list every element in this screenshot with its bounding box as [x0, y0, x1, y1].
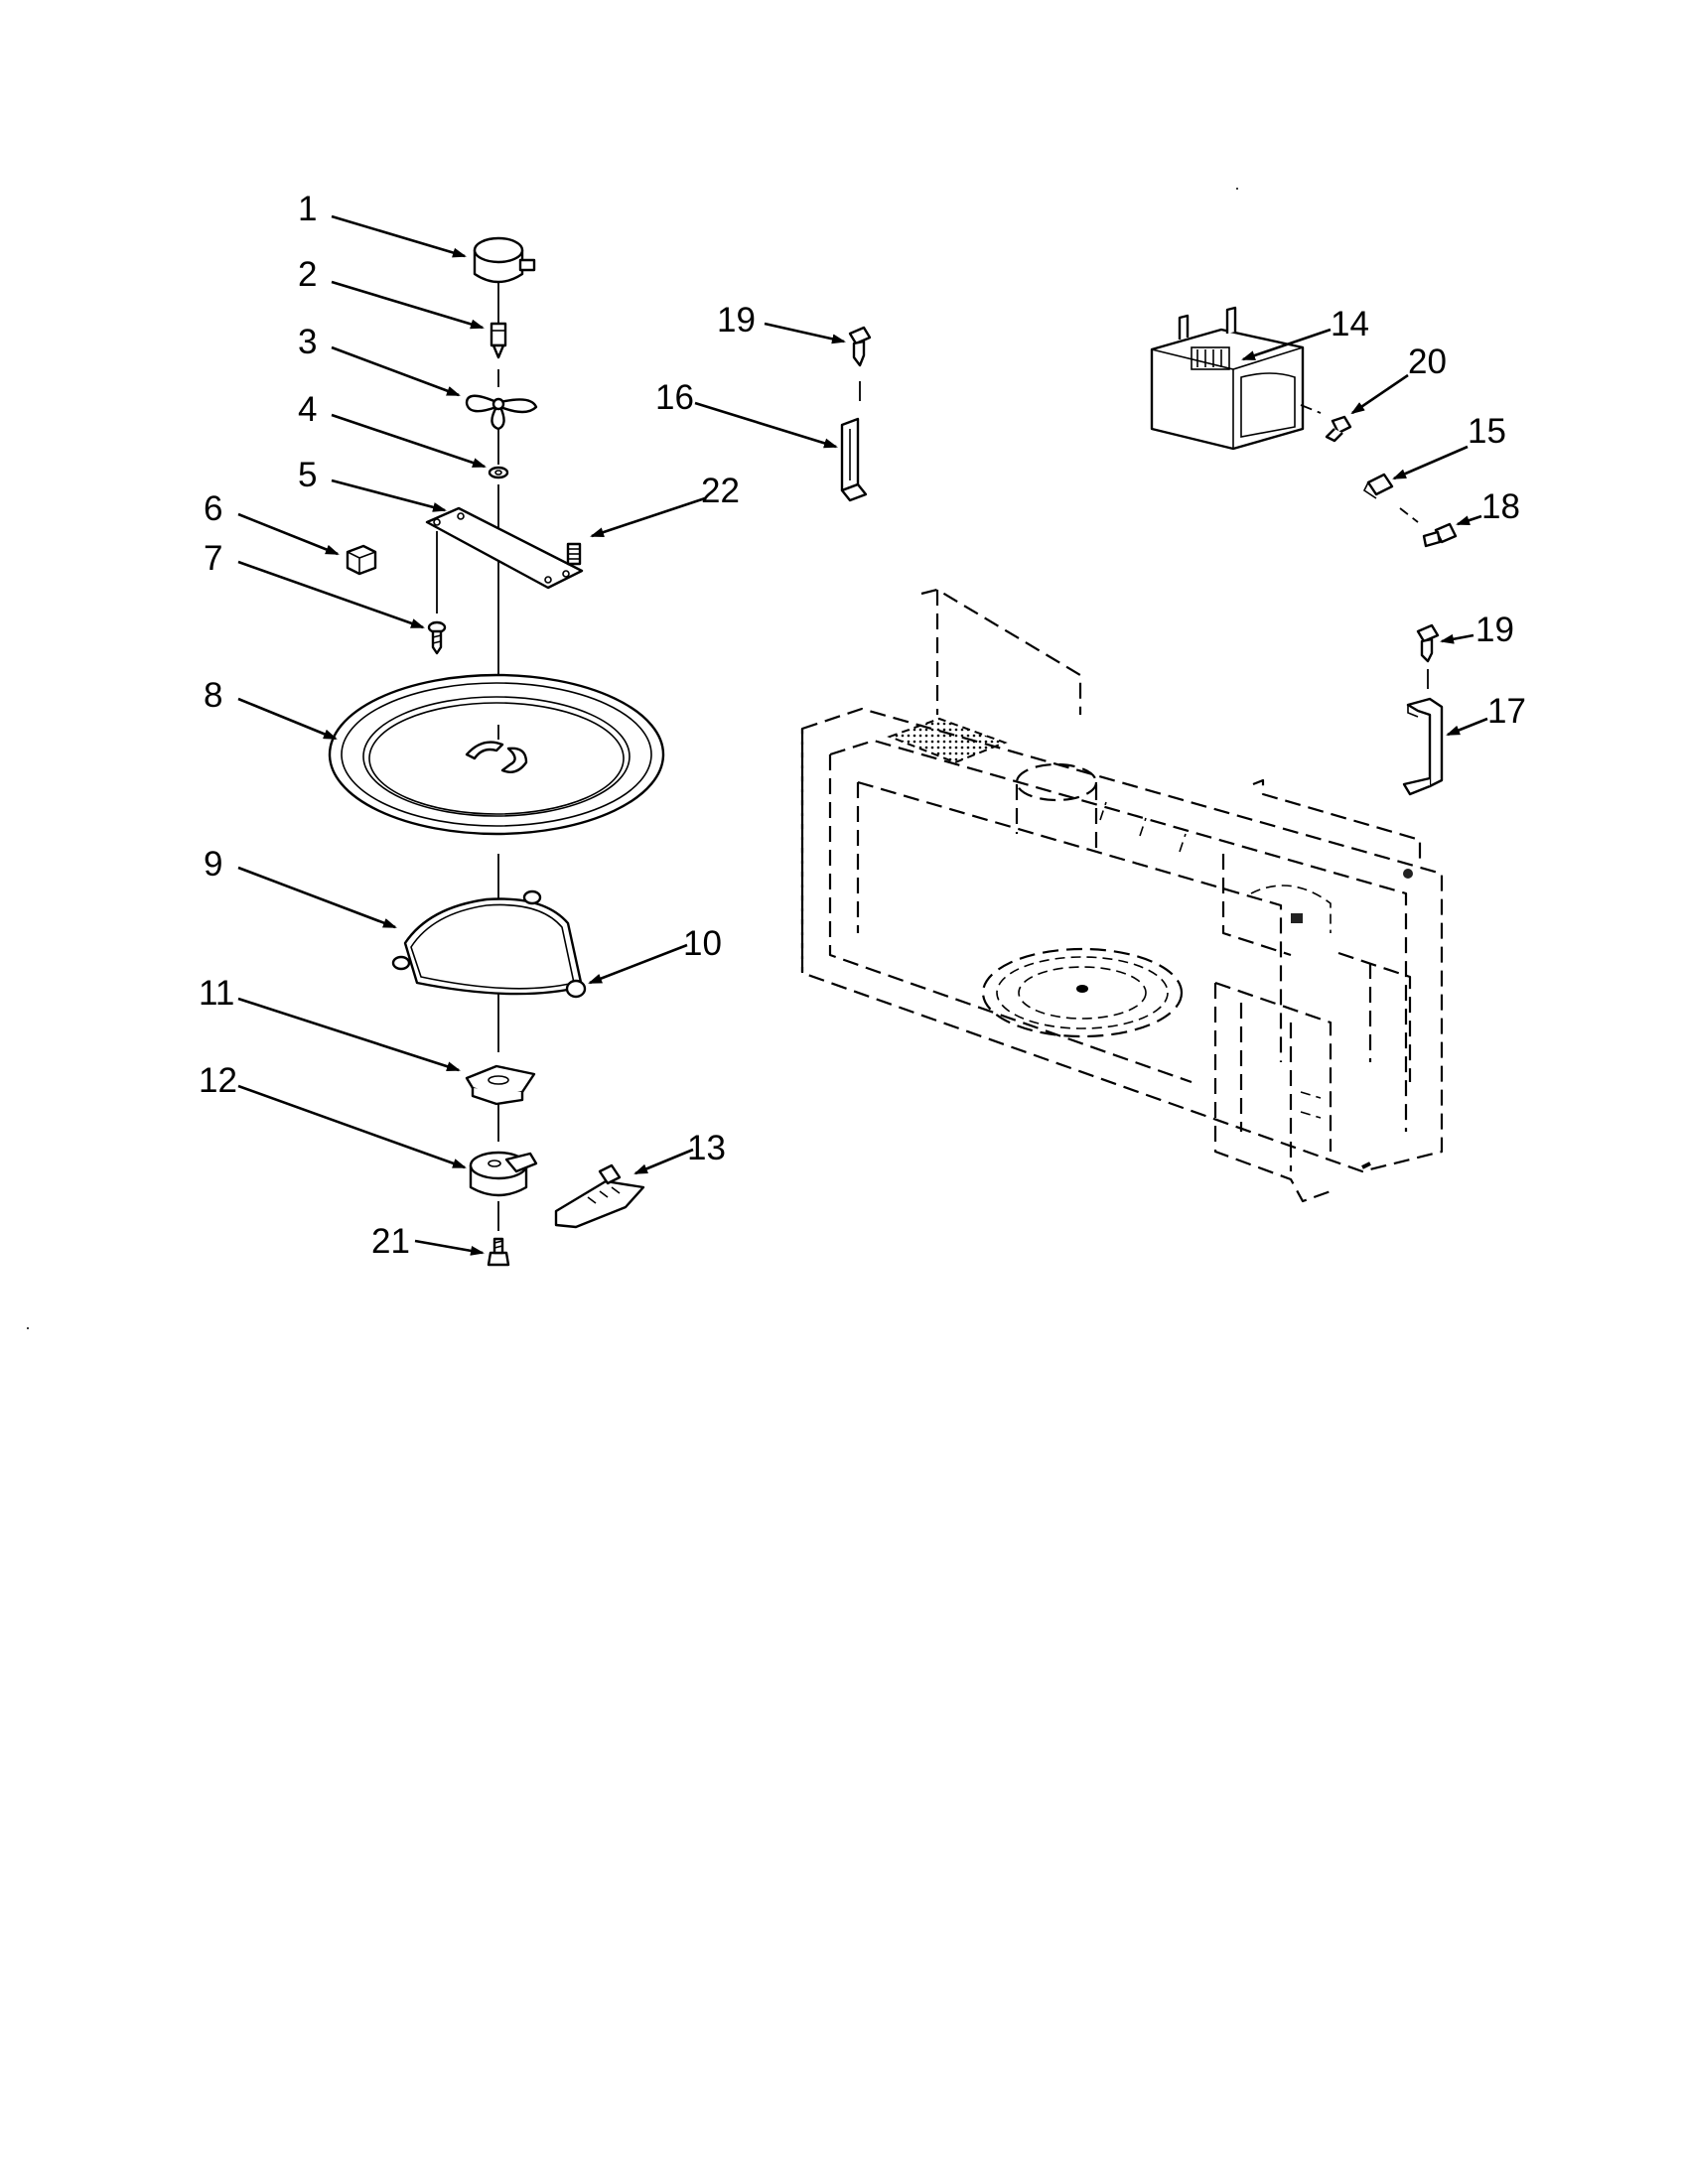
callout-13: 13 — [687, 1129, 726, 1167]
part-screw-21 — [487, 1237, 510, 1267]
callout-20: 20 — [1408, 342, 1447, 381]
callout-3: 3 — [298, 323, 317, 361]
part-transformer — [1150, 306, 1305, 451]
part-roller-ring — [391, 889, 587, 999]
part-bracket-16 — [840, 417, 868, 502]
scan-speck — [27, 1327, 29, 1329]
part-screw-19-top — [848, 326, 872, 401]
part-screw-18 — [1399, 507, 1458, 548]
callout-16: 16 — [655, 378, 694, 417]
part-spring-post — [566, 542, 582, 566]
part-washer — [488, 466, 509, 479]
part-screw-19-right — [1416, 623, 1440, 689]
part-mounting-plate — [425, 506, 584, 590]
callout-11: 11 — [199, 974, 234, 1013]
part-turntable-motor — [469, 1151, 538, 1197]
part-fan-blade — [465, 394, 538, 431]
part-bracket-17 — [1402, 697, 1444, 796]
callout-21: 21 — [371, 1222, 410, 1261]
callout-labels: 1 2 3 4 5 6 7 8 9 10 11 12 13 14 15 16 1… — [199, 190, 1526, 1261]
cabinet-outline — [800, 588, 1444, 1203]
callout-4: 4 — [298, 390, 317, 429]
part-turntable-tray — [328, 673, 665, 836]
part-small-block — [346, 544, 377, 576]
callout-1: 1 — [298, 190, 317, 228]
callout-7: 7 — [204, 539, 222, 578]
callout-17: 17 — [1487, 692, 1526, 731]
callout-19-right: 19 — [1475, 611, 1514, 649]
callout-14: 14 — [1331, 305, 1369, 343]
part-screw-7 — [427, 620, 447, 655]
part-coupling-hub — [465, 1064, 536, 1106]
part-motor — [473, 236, 536, 284]
scan-speck — [1236, 188, 1238, 190]
callout-6: 6 — [204, 489, 222, 528]
part-clip-15 — [1362, 473, 1394, 499]
callout-8: 8 — [204, 676, 222, 715]
part-coupler — [490, 322, 507, 359]
leader-lines — [237, 214, 1488, 1256]
part-screw-20 — [1300, 404, 1352, 443]
callout-18: 18 — [1481, 487, 1520, 526]
callout-10: 10 — [683, 924, 722, 963]
callout-2: 2 — [298, 255, 317, 294]
callout-15: 15 — [1468, 412, 1506, 451]
part-clip-bracket — [554, 1163, 645, 1229]
callout-22: 22 — [701, 472, 740, 510]
callout-9: 9 — [204, 845, 222, 884]
callout-12: 12 — [199, 1061, 237, 1100]
callout-19-top: 19 — [717, 301, 756, 340]
callout-5: 5 — [298, 456, 317, 494]
